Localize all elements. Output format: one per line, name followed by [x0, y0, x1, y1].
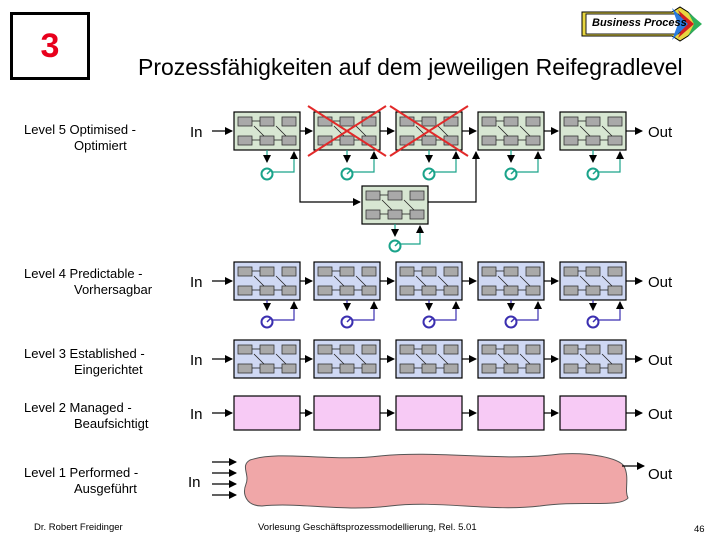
footer-course: Vorlesung Geschäftsprozessmodellierung, …	[258, 522, 477, 533]
level-4-in-label: In	[190, 274, 203, 291]
level-5-gauge-icon-needle	[266, 169, 272, 175]
level-4-gauge-icon-needle	[510, 317, 516, 323]
level-5-gauge-icon-needle	[592, 169, 598, 175]
level-4-process-box	[313, 261, 381, 301]
level-5-feedback-arrow	[516, 151, 542, 173]
level-4-feedback-arrow	[352, 301, 378, 321]
level-3-out-label: Out	[648, 352, 673, 369]
level-5-process-box	[233, 111, 301, 151]
level-5-label: Level 5 Optimised -Optimiert	[24, 122, 136, 153]
level-4-feedback-arrow	[434, 301, 460, 321]
level-4-process-box	[395, 261, 463, 301]
badge-text: Business Process	[592, 17, 687, 29]
level-5-improved-process-box	[361, 185, 429, 225]
level-2-label: Level 2 Managed -Beaufsichtigt	[24, 400, 149, 431]
level-3-process-box	[313, 339, 381, 379]
level-5-process-box	[477, 111, 545, 151]
business-process-badge	[581, 6, 702, 42]
level-4-gauge-icon-needle	[346, 317, 352, 323]
footer-author: Dr. Robert Freidinger	[34, 522, 123, 533]
level-5-process-box	[559, 111, 627, 151]
level-5-gauge-icon-needle	[510, 169, 516, 175]
level-5-gauge-icon-needle	[394, 241, 400, 247]
level-5-feedback-arrow	[352, 151, 378, 173]
cross-mark	[389, 105, 469, 157]
level-2-process-box	[313, 395, 381, 431]
level-5-process-box	[313, 111, 381, 151]
level-2-in-label: In	[190, 406, 203, 423]
chapter-number: 3	[40, 26, 60, 65]
level-4-process-box	[233, 261, 301, 301]
level-1-out-label: Out	[648, 466, 673, 483]
footer-page-number: 46	[694, 524, 705, 535]
level-1-process-blob	[244, 453, 629, 509]
chapter-number-box: 3	[10, 12, 90, 80]
level-4-out-label: Out	[648, 274, 673, 291]
level-4-gauge-icon-needle	[266, 317, 272, 323]
level-2-process-box	[559, 395, 627, 431]
level-2-out-label: Out	[648, 406, 673, 423]
level-3-process-box	[559, 339, 627, 379]
level-5-feedback-arrow	[272, 151, 298, 173]
level-5-return-arrow	[428, 151, 480, 203]
level-1-in-label: In	[188, 474, 201, 491]
level-2-process-box	[477, 395, 545, 431]
cross-mark	[307, 105, 387, 157]
level-4-feedback-arrow	[272, 301, 298, 321]
level-5-gauge-icon-needle	[346, 169, 352, 175]
level-4-feedback-arrow	[598, 301, 624, 321]
level-2-process-box	[233, 395, 301, 431]
level-5-out-label: Out	[648, 124, 673, 141]
level-4-process-box	[559, 261, 627, 301]
page-title: Prozessfähigkeiten auf dem jeweiligen Re…	[138, 54, 683, 80]
level-1-label: Level 1 Performed -Ausgeführt	[24, 465, 139, 496]
level-3-in-label: In	[190, 352, 203, 369]
level-2-process-box	[395, 395, 463, 431]
level-5-in-label: In	[190, 124, 203, 141]
level-3-process-box	[477, 339, 545, 379]
level-4-gauge-icon-needle	[428, 317, 434, 323]
level-3-label: Level 3 Established -Eingerichtet	[24, 346, 145, 377]
level-3-process-box	[395, 339, 463, 379]
level-4-process-box	[477, 261, 545, 301]
level-5-feedback-arrow	[434, 151, 460, 173]
level-4-feedback-arrow	[516, 301, 542, 321]
level-5-feedback-arrow	[400, 225, 424, 245]
level-4-label: Level 4 Predictable -Vorhersagbar	[24, 266, 153, 297]
level-4-gauge-icon-needle	[592, 317, 598, 323]
level-5-feedback-arrow	[598, 151, 624, 173]
level-3-process-box	[233, 339, 301, 379]
level-5-bypass-arrow	[299, 150, 361, 206]
level-5-gauge-icon-needle	[428, 169, 434, 175]
